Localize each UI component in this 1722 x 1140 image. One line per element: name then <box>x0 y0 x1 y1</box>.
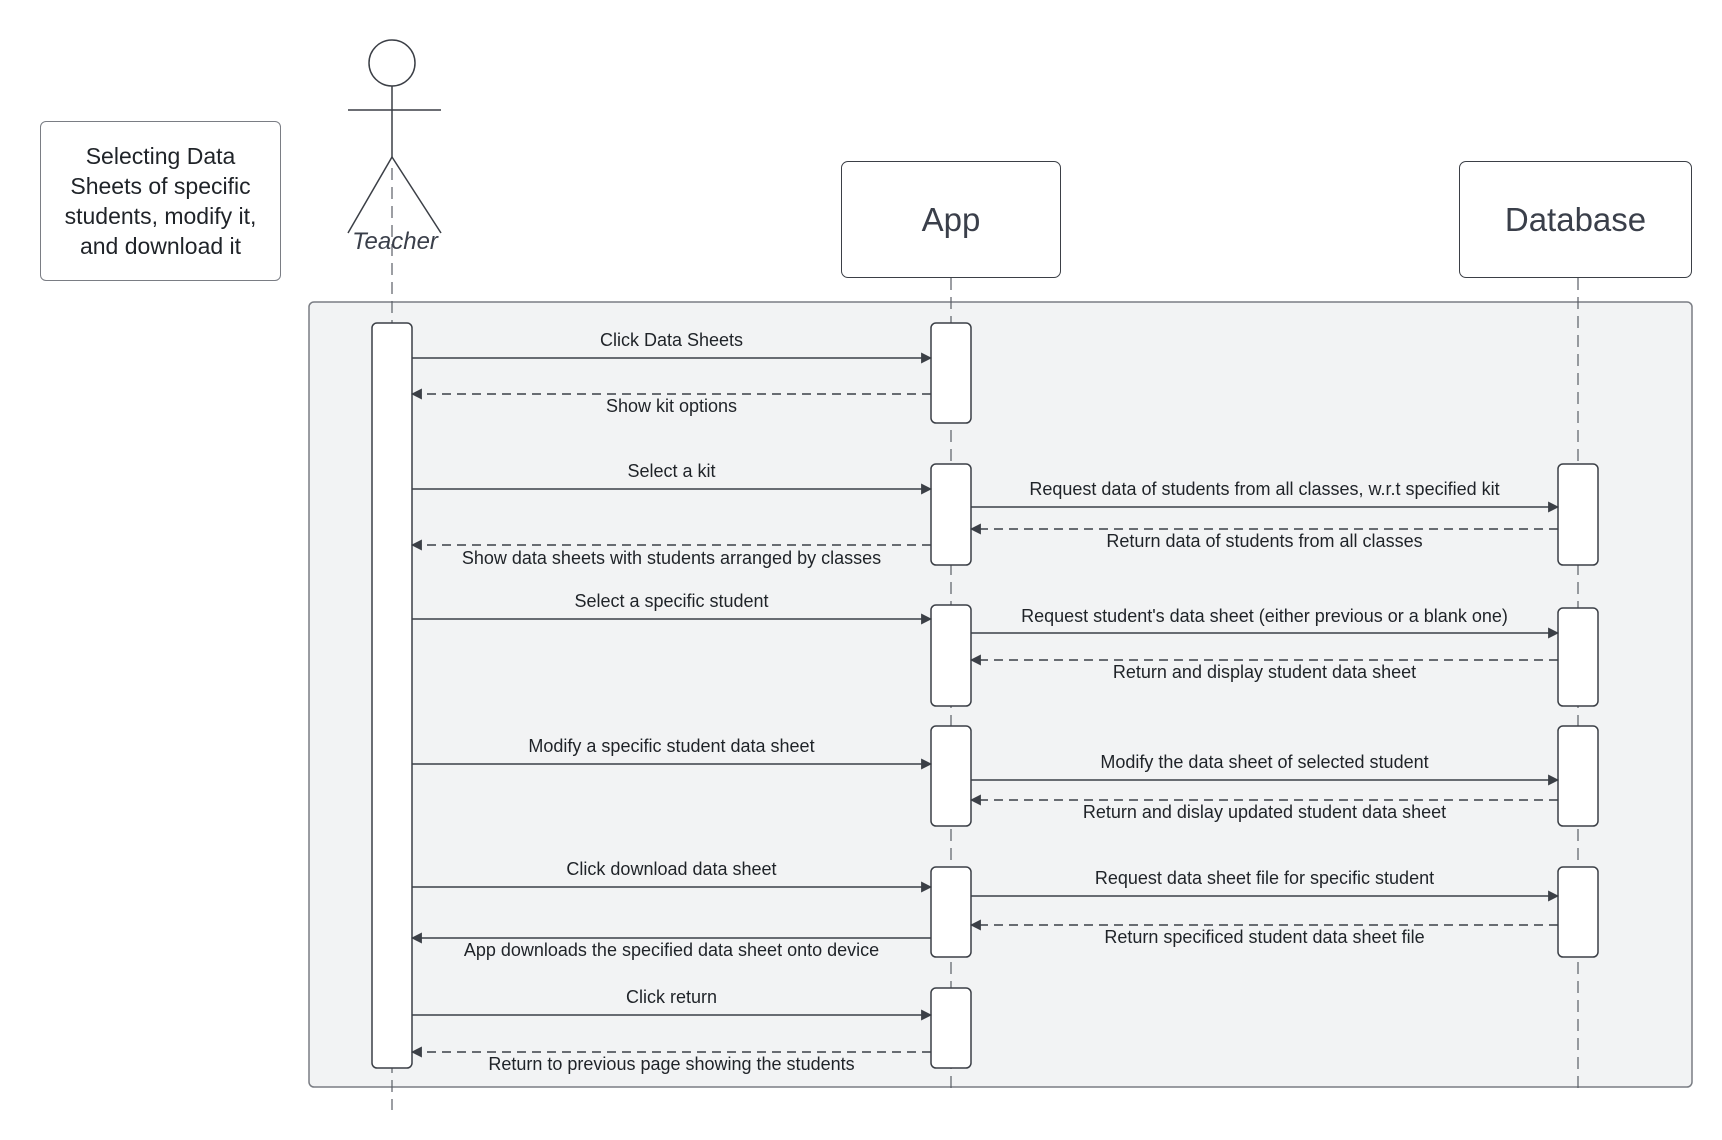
message-label: Select a kit <box>627 461 715 481</box>
message-label: Select a specific student <box>574 591 768 611</box>
message-label: Return data of students from all classes <box>1106 531 1422 551</box>
message-label: Return and display student data sheet <box>1113 662 1416 682</box>
participant-app: App <box>841 161 1061 278</box>
message-label: Return to previous page showing the stud… <box>488 1054 854 1074</box>
activation-app <box>930 725 972 827</box>
message-label: Return and dislay updated student data s… <box>1083 802 1446 822</box>
note-line: Selecting Data <box>85 143 236 169</box>
message-label: Show kit options <box>606 396 737 416</box>
message-label: Show data sheets with students arranged … <box>462 548 881 568</box>
message-label: Click Data Sheets <box>600 330 743 350</box>
participant-database: Database <box>1459 161 1692 278</box>
activation-database <box>1557 725 1599 827</box>
message-label: Request student's data sheet (either pre… <box>1021 606 1508 626</box>
interaction-frame <box>308 301 1693 1088</box>
note-line: students, modify it, <box>64 203 257 229</box>
message-label: App downloads the specified data sheet o… <box>464 940 879 960</box>
diagram-description-note: Selecting Data Sheets of specific studen… <box>40 121 281 281</box>
activation-database <box>1557 866 1599 958</box>
message-label: Modify the data sheet of selected studen… <box>1100 752 1428 772</box>
activation-app <box>930 463 972 566</box>
activation-app <box>930 987 972 1069</box>
activation-app <box>930 866 972 958</box>
message-label: Request data sheet file for specific stu… <box>1095 868 1434 888</box>
note-line: and download it <box>79 233 242 259</box>
actor-label-teacher: Teacher <box>352 228 438 255</box>
message-label: Request data of students from all classe… <box>1029 479 1499 499</box>
actor-leg-right <box>391 156 442 234</box>
activation-app <box>930 322 972 424</box>
message-label: Modify a specific student data sheet <box>528 736 814 756</box>
message-label: Click download data sheet <box>566 859 776 879</box>
message-label: Click return <box>626 987 717 1007</box>
message-label: Return specificed student data sheet fil… <box>1104 927 1424 947</box>
note-line: Sheets of specific <box>70 173 251 199</box>
activation-teacher <box>371 322 413 1069</box>
activation-database <box>1557 607 1599 707</box>
activation-database <box>1557 463 1599 566</box>
actor-head <box>368 39 416 87</box>
actor-leg-left <box>347 156 393 234</box>
activation-app <box>930 604 972 707</box>
